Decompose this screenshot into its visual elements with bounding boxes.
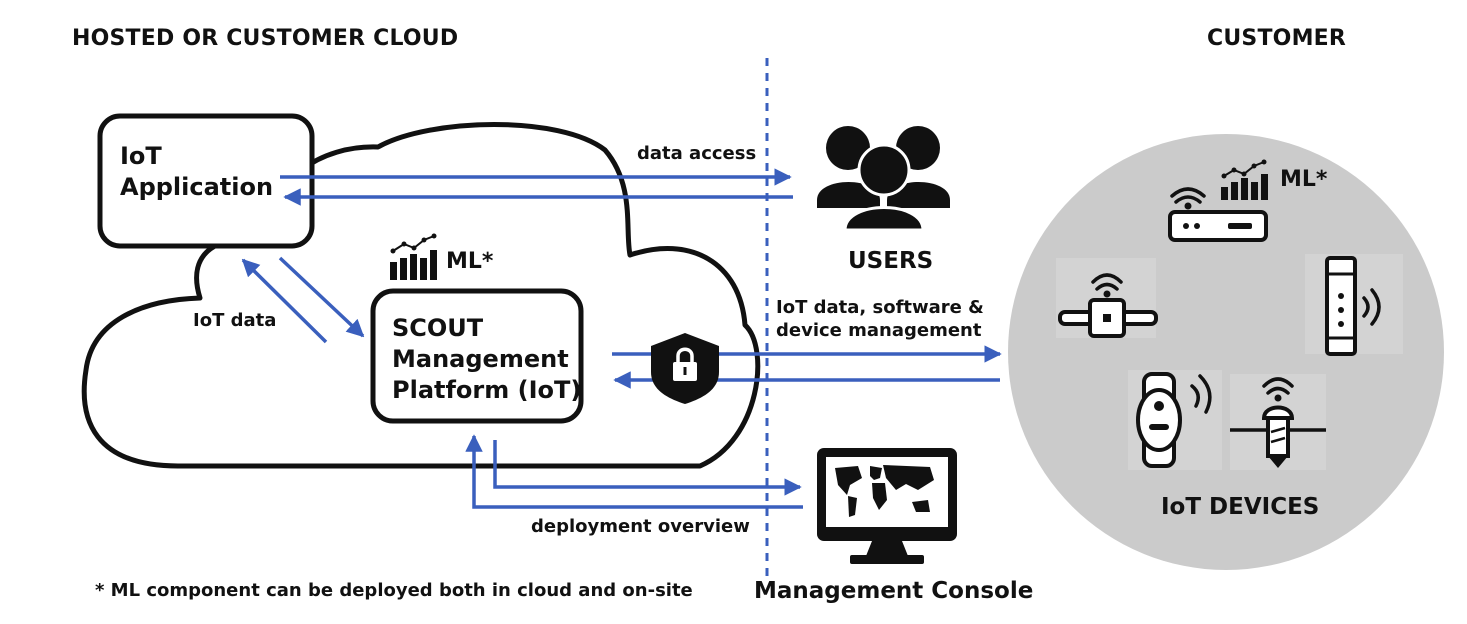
- ml-cloud-label: ML*: [446, 249, 494, 274]
- iot-application-box: [97, 113, 315, 249]
- ml-chart-device-icon: [1221, 159, 1268, 200]
- wearable-tracker-icon: [1128, 370, 1222, 470]
- ml-footnote: * ML component can be deployed both in c…: [95, 580, 693, 601]
- scout-line-3: Platform (IoT): [392, 376, 582, 404]
- ml-chart-icon: [390, 233, 437, 280]
- router-icon: [1168, 187, 1268, 242]
- arrow-scout-to-app: [241, 258, 328, 344]
- scout-platform-title: SCOUT Management Platform (IoT): [392, 313, 581, 406]
- users-icon: [817, 126, 950, 232]
- scout-platform-box: [370, 288, 584, 424]
- wall-sensor-icon: [1305, 254, 1403, 356]
- monitor-world-map-icon: [817, 448, 957, 564]
- arrow-scout-to-console: [493, 440, 802, 496]
- iot-data-label: IoT data: [193, 310, 277, 331]
- iot-application-line-1: IoT: [120, 142, 162, 170]
- iot-application-title: IoT Application: [120, 141, 273, 203]
- shield-lock-icon: [651, 333, 719, 404]
- scout-line-2: Management: [392, 345, 569, 373]
- devices-circle: [1008, 134, 1444, 570]
- device-management-label: IoT data, software & device management: [776, 296, 984, 342]
- arrow-console-to-scout: [465, 434, 803, 509]
- arrow-app-to-scout: [278, 256, 365, 338]
- cloud-section-header: HOSTED OR CUSTOMER CLOUD: [72, 26, 459, 51]
- management-console-label: Management Console: [754, 578, 1034, 604]
- pipe-sensor-icon: [1056, 258, 1158, 338]
- customer-section-header: CUSTOMER: [1207, 26, 1347, 51]
- device-management-line-1: IoT data, software &: [776, 297, 984, 318]
- iot-devices-label: IoT DEVICES: [1161, 494, 1320, 520]
- users-label: USERS: [848, 248, 934, 274]
- iot-application-line-2: Application: [120, 173, 274, 201]
- deployment-overview-label: deployment overview: [531, 516, 750, 537]
- device-management-line-2: device management: [776, 320, 982, 341]
- ml-device-label: ML*: [1280, 167, 1328, 192]
- soil-probe-icon: [1230, 374, 1326, 470]
- data-access-label: data access: [637, 143, 757, 164]
- scout-line-1: SCOUT: [392, 314, 484, 342]
